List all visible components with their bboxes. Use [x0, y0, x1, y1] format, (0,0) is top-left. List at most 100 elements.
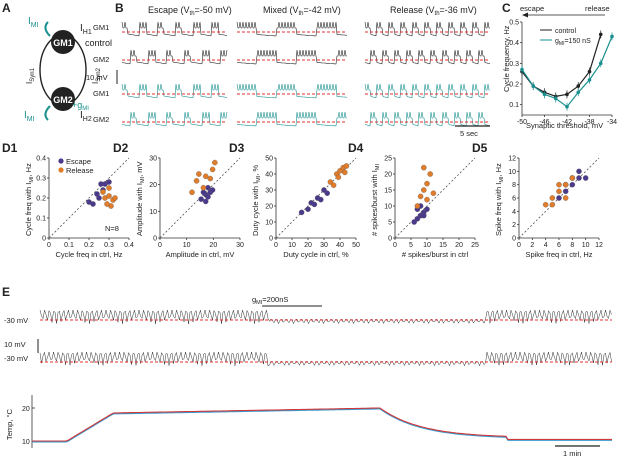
gm1-label: GM1 — [53, 38, 73, 48]
release-point — [335, 174, 342, 180]
panel-e: E gMI=200nS -30 mV 10 mV -30 mV Temp, °C… — [2, 285, 612, 458]
d-ylabel: Spike freq with IMI, Hz — [494, 163, 505, 236]
trace-r2-c2 — [364, 83, 490, 99]
d-ytick: 6 — [512, 196, 516, 203]
d-xtick: 0.3 — [104, 242, 114, 249]
release-point — [106, 185, 112, 191]
d-xtick: 20 — [304, 242, 312, 249]
release-label: release — [585, 4, 610, 13]
c-xtick: -50 — [517, 119, 527, 126]
escape-point — [424, 206, 430, 212]
d-ylabel: Cycle freq with IMI, Hz — [24, 163, 35, 236]
trace-r1-c2 — [364, 49, 491, 65]
release-point — [343, 163, 350, 169]
escape-point — [324, 190, 330, 196]
escape-point — [200, 189, 207, 196]
legend-gmi: gMI=150 nS — [555, 38, 591, 47]
voltage-traces — [121, 21, 491, 127]
c-ytick: 0.3 — [509, 61, 519, 68]
d-ytick: 30 — [149, 156, 157, 163]
release-point — [556, 181, 562, 188]
d-ytick: 4 — [512, 209, 516, 216]
temp-tick-10: 10 — [22, 439, 30, 446]
imi1-text: IMI — [28, 16, 39, 29]
gmi-label: +gMI — [72, 100, 89, 112]
escape-point — [318, 196, 324, 203]
release-point — [424, 180, 430, 187]
escape-point — [86, 199, 92, 205]
e-trace-1 — [39, 351, 612, 367]
d-xtick: 40 — [336, 242, 344, 249]
release-point — [556, 188, 562, 195]
escape-label: escape — [520, 4, 544, 13]
escape-point — [202, 198, 209, 205]
d-ytick: 20 — [384, 172, 392, 179]
d-ytick: 50 — [265, 156, 273, 163]
release-point — [189, 189, 195, 196]
d-ytick: 5 — [388, 220, 392, 227]
gm2-label: GM2 — [53, 95, 73, 105]
d-xtick: 0.1 — [64, 242, 74, 249]
imi2-text: IMI — [24, 110, 35, 123]
panel-label-d3: D3 — [229, 141, 245, 155]
escape-point — [576, 168, 582, 175]
escape-point — [562, 188, 569, 195]
escape-point — [576, 175, 582, 181]
row-label-gm2-gmi: GM2 — [93, 115, 109, 124]
temp-line-red — [32, 407, 612, 442]
d-ytick: 30 — [265, 188, 273, 195]
isyn2-text: ISyn2 — [91, 67, 102, 84]
release-point — [542, 201, 549, 208]
release-point — [202, 173, 209, 180]
c-ytick: 0.4 — [509, 40, 519, 47]
d-ytick: 10 — [265, 220, 273, 227]
release-point — [427, 171, 433, 177]
release-point — [330, 182, 337, 188]
imi2-arrow — [44, 105, 51, 121]
d-ytick: 0.2 — [36, 196, 46, 203]
d-xtick: 10 — [582, 242, 590, 249]
c-xtick: -46 — [539, 119, 549, 126]
escape-point — [209, 187, 216, 193]
release-point — [112, 195, 118, 201]
d-ylabel: Amplitude with IMI, mV — [135, 162, 146, 237]
escape-point — [205, 194, 211, 200]
release-point — [207, 175, 214, 182]
escape-point — [94, 191, 100, 197]
n-note: N=8 — [105, 224, 119, 233]
escape-point — [298, 209, 305, 216]
d-xtick: 8 — [570, 242, 574, 249]
d-ytick: 10 — [384, 204, 392, 211]
d-xtick: 0.2 — [84, 242, 94, 249]
trace-r0-c2 — [364, 21, 490, 37]
legend-release: Release — [66, 166, 94, 175]
legend-release-dot — [58, 167, 64, 173]
d-xtick: 20 — [455, 242, 463, 249]
d-xtick: 10 — [183, 242, 191, 249]
temp-label: Temp, °C — [5, 408, 14, 440]
trace-r3-c0 — [121, 111, 228, 127]
d-xtick: 10 — [288, 242, 296, 249]
panel-label-d1: D1 — [2, 141, 18, 155]
d-xtick: 12 — [595, 242, 603, 249]
e-v1-label: -30 mV — [4, 316, 28, 325]
d-xlabel: # spikes/burst in ctrl — [402, 250, 469, 259]
c-xtick: -42 — [562, 119, 572, 126]
d-ytick: 8 — [512, 182, 516, 189]
release-point — [342, 169, 348, 176]
panel-label-d2: D2 — [113, 141, 129, 155]
col-title-mixed: Mixed (Vth=-42 mV) — [263, 5, 341, 17]
panel-b-label: B — [115, 1, 124, 15]
escape-point — [305, 206, 311, 212]
e-tscale-label: 1 min — [563, 449, 581, 458]
col-title-release: Release (Vth=-36 mV) — [390, 5, 477, 17]
release-point — [104, 201, 110, 207]
d-ytick: 20 — [265, 204, 273, 211]
d-xtick: 2 — [530, 242, 534, 249]
legend-escape-dot — [58, 158, 64, 164]
release-point — [200, 184, 207, 191]
panel-label-d4: D4 — [348, 141, 364, 155]
